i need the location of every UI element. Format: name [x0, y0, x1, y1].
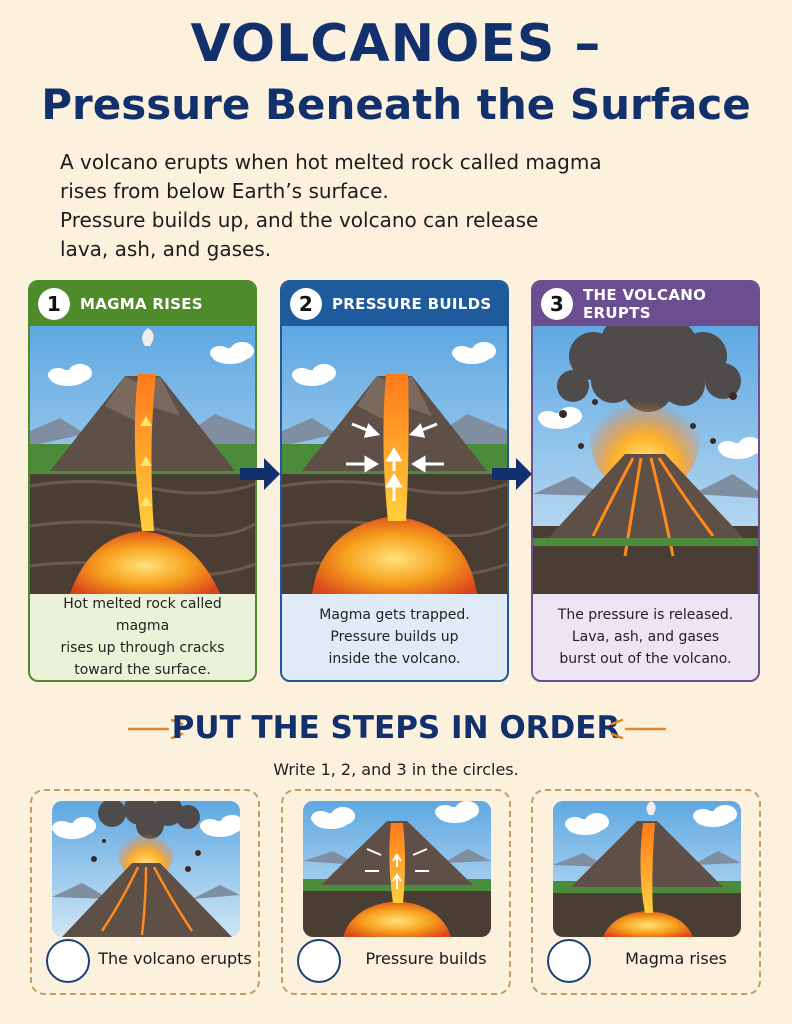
decorative-lines-icon: [128, 718, 184, 740]
page-title: VOLCANOES –: [190, 14, 602, 74]
answer-circle[interactable]: [547, 939, 591, 983]
step-card-volcano-erupts: 3 THE VOLCANO ERUPTS: [531, 280, 760, 682]
caption-line: burst out of the volcano.: [559, 651, 732, 667]
decorative-lines-icon: [610, 718, 666, 740]
activity-title: PUT THE STEPS IN ORDER: [171, 710, 621, 746]
caption-line: Magma gets trapped.: [319, 607, 470, 623]
intro-line: Pressure builds up, and the volcano can …: [60, 208, 539, 232]
intro-text: A volcano erupts when hot melted rock ca…: [60, 148, 660, 264]
step-number: 2: [290, 288, 322, 320]
caption-line: inside the volcano.: [328, 651, 461, 667]
rising-magma-volcano-icon: [553, 801, 741, 937]
step-number: 1: [38, 288, 70, 320]
step-caption: Hot melted rock called magma rises up th…: [30, 594, 255, 680]
caption-line: rises up through cracks: [60, 640, 225, 656]
caption-line: Lava, ash, and gases: [571, 629, 720, 645]
erupting-volcano-icon: [52, 801, 240, 937]
caption-line: toward the surface.: [74, 662, 211, 678]
volcano-erupts-illustration: [533, 326, 758, 594]
caption-line: Pressure builds up: [330, 629, 459, 645]
option-label: Magma rises: [625, 949, 727, 968]
arrow-right-icon: [492, 458, 532, 490]
caption-line: The pressure is released.: [557, 607, 734, 623]
step-card-magma-rises: 1 MAGMA RISES Hot melted rock called mag…: [28, 280, 257, 682]
arrow-right-icon: [240, 458, 280, 490]
activity-instructions: Write 1, 2, and 3 in the circles.: [273, 760, 519, 779]
step-caption: The pressure is released. Lava, ash, and…: [533, 594, 758, 680]
order-option-magma-rises: Magma rises: [531, 789, 761, 995]
step-heading: PRESSURE BUILDS: [332, 295, 492, 313]
step-caption: Magma gets trapped. Pressure builds up i…: [282, 594, 507, 680]
step-heading: THE VOLCANO ERUPTS: [583, 286, 707, 322]
step-card-header: 2 PRESSURE BUILDS: [282, 282, 507, 326]
intro-line: rises from below Earth’s surface.: [60, 179, 389, 203]
intro-line: A volcano erupts when hot melted rock ca…: [60, 150, 602, 174]
step-card-header: 3 THE VOLCANO ERUPTS: [533, 282, 758, 326]
step-number: 3: [541, 288, 573, 320]
step-card-pressure-builds: 2 PRESSURE BUILDS Magma gets trapped. Pr…: [280, 280, 509, 682]
order-option-volcano-erupts: The volcano erupts: [30, 789, 260, 995]
pressure-volcano-icon: [303, 801, 491, 937]
caption-line: Hot melted rock called magma: [63, 596, 222, 634]
page-subtitle: Pressure Beneath the Surface: [41, 80, 751, 129]
magma-rises-illustration: [30, 326, 255, 594]
order-option-pressure-builds: Pressure builds: [281, 789, 511, 995]
answer-circle[interactable]: [46, 939, 90, 983]
answer-circle[interactable]: [297, 939, 341, 983]
step-card-header: 1 MAGMA RISES: [30, 282, 255, 326]
pressure-builds-illustration: [282, 326, 507, 594]
option-label: Pressure builds: [365, 949, 487, 968]
step-heading: MAGMA RISES: [80, 295, 203, 313]
intro-line: lava, ash, and gases.: [60, 237, 272, 261]
option-label: The volcano erupts: [98, 949, 252, 968]
